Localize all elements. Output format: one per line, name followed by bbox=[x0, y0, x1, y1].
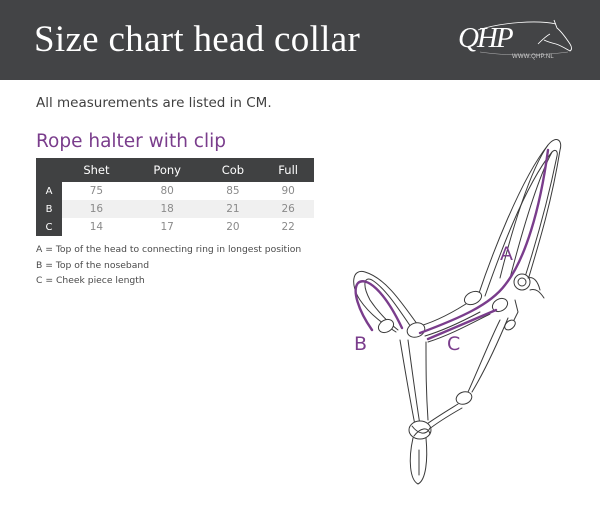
table-cell: 75 bbox=[89, 185, 104, 197]
table-row: C 14 17 20 22 bbox=[36, 218, 314, 236]
row-label: B bbox=[36, 200, 62, 218]
measure-label-b: B bbox=[354, 333, 368, 355]
table-row: A 75 80 85 90 bbox=[36, 182, 314, 200]
legend-notes: A = Top of the head to connecting ring i… bbox=[36, 242, 301, 289]
table-cell: 80 bbox=[160, 185, 174, 197]
table-cell: 26 bbox=[262, 200, 314, 218]
halter-diagram: A B C bbox=[340, 120, 570, 510]
qhp-logo: QHP WWW.QHP.NL bbox=[458, 18, 576, 64]
measure-label-a: A bbox=[500, 243, 513, 265]
measurement-note: All measurements are listed in CM. bbox=[36, 95, 272, 111]
measure-label-c: C bbox=[447, 333, 461, 355]
column-header: Cob bbox=[203, 158, 263, 182]
rope-halter-icon bbox=[353, 139, 562, 485]
table-corner bbox=[36, 158, 62, 182]
size-table: Shet Pony Cob Full A 75 80 85 90 B 16 18… bbox=[36, 158, 314, 236]
table-header-row: Shet Pony Cob Full bbox=[36, 158, 314, 182]
column-header: Pony bbox=[130, 158, 204, 182]
table-cell: 17 bbox=[160, 221, 174, 233]
page-title: Size chart head collar bbox=[34, 19, 361, 60]
row-label: C bbox=[36, 218, 62, 236]
row-label: A bbox=[36, 182, 62, 200]
column-header: Shet bbox=[62, 158, 131, 182]
table-cell: 20 bbox=[226, 221, 240, 233]
table-row: B 16 18 21 26 bbox=[36, 200, 314, 218]
table-cell: 85 bbox=[226, 185, 240, 197]
table-cell: 21 bbox=[203, 200, 263, 218]
logo-url: WWW.QHP.NL bbox=[512, 54, 554, 60]
product-subtitle: Rope halter with clip bbox=[36, 131, 226, 152]
table-cell: 16 bbox=[62, 200, 131, 218]
header-banner: Size chart head collar QHP WWW.QHP.NL bbox=[0, 0, 600, 80]
note-c: C = Cheek piece length bbox=[36, 275, 145, 286]
column-header: Full bbox=[262, 158, 314, 182]
table-cell: 22 bbox=[281, 221, 295, 233]
table-cell: 14 bbox=[89, 221, 104, 233]
table-cell: 18 bbox=[130, 200, 204, 218]
table-cell: 90 bbox=[281, 185, 295, 197]
horse-head-icon bbox=[477, 19, 572, 56]
note-b: B = Top of the noseband bbox=[36, 259, 150, 271]
logo-text: QHP bbox=[458, 22, 514, 54]
note-a: A = Top of the head to connecting ring i… bbox=[36, 244, 302, 255]
